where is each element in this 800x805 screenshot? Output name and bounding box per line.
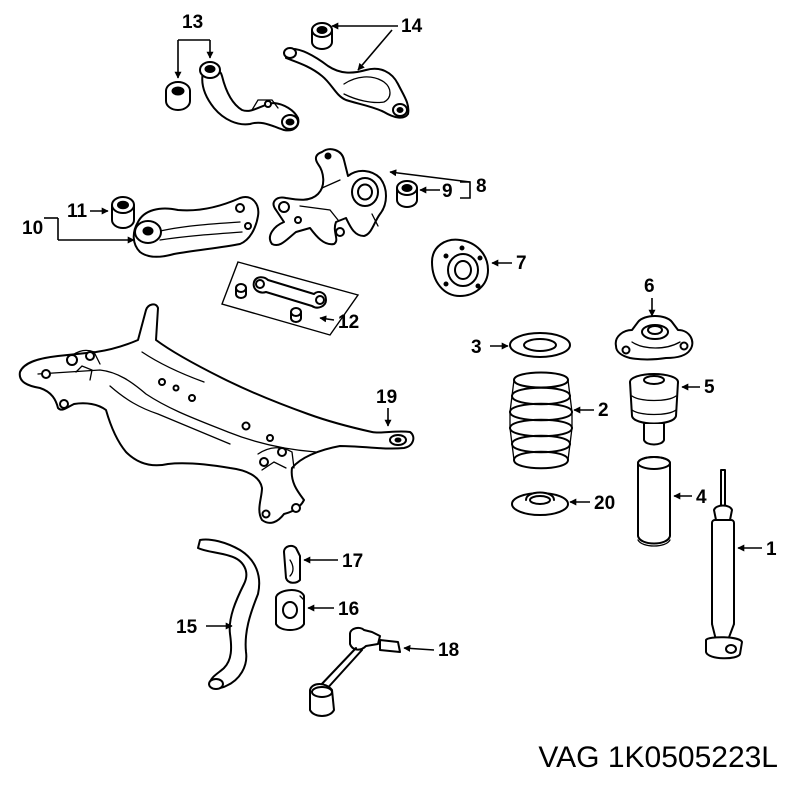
callout-16: 16 <box>338 599 359 620</box>
callout-10: 10 <box>22 218 43 239</box>
arm-bushing-14 <box>311 22 333 50</box>
callout-5: 5 <box>704 377 715 398</box>
stabilizer-bar <box>197 538 261 690</box>
rear-subframe <box>18 303 415 524</box>
callout-1: 1 <box>766 539 777 560</box>
spring-seat-upper <box>509 332 571 358</box>
steering-knuckle <box>268 148 387 246</box>
coil-spring <box>509 371 573 470</box>
upper-control-arm <box>165 61 300 132</box>
callout-3: 3 <box>471 337 482 358</box>
callout-17: 17 <box>342 551 363 572</box>
shock-absorber <box>705 469 743 660</box>
callout-11: 11 <box>67 201 88 222</box>
callout-12: 12 <box>338 312 359 333</box>
stabilizer-link <box>309 626 401 717</box>
stabilizer-bushing <box>275 589 305 631</box>
callout-9: 9 <box>442 181 453 202</box>
trailing-arm-bushing-11 <box>111 196 135 229</box>
callout-6: 6 <box>644 276 655 297</box>
strut-mount <box>614 315 694 361</box>
dust-boot <box>637 456 671 547</box>
callout-13: 13 <box>182 12 203 33</box>
part-number-caption: VAG 1K0505223L <box>538 741 778 774</box>
callout-15: 15 <box>176 617 198 638</box>
lower-control-arm <box>283 22 410 119</box>
callout-8: 8 <box>476 176 487 197</box>
lateral-link-kit <box>221 261 360 336</box>
callout-4: 4 <box>696 487 707 508</box>
callout-18: 18 <box>438 640 459 661</box>
callout-7: 7 <box>516 253 527 274</box>
knuckle-bushing-9 <box>396 180 418 208</box>
stabilizer-bracket <box>283 544 301 584</box>
arm-bushing-13a <box>165 81 191 111</box>
trailing-arm <box>132 196 260 258</box>
bump-stop <box>629 373 679 446</box>
callout-14: 14 <box>401 16 423 37</box>
wheel-hub <box>431 238 489 297</box>
callout-2: 2 <box>598 400 609 421</box>
callout-20: 20 <box>594 493 615 514</box>
callout-19: 19 <box>376 387 397 408</box>
spring-seat-lower <box>511 491 569 516</box>
